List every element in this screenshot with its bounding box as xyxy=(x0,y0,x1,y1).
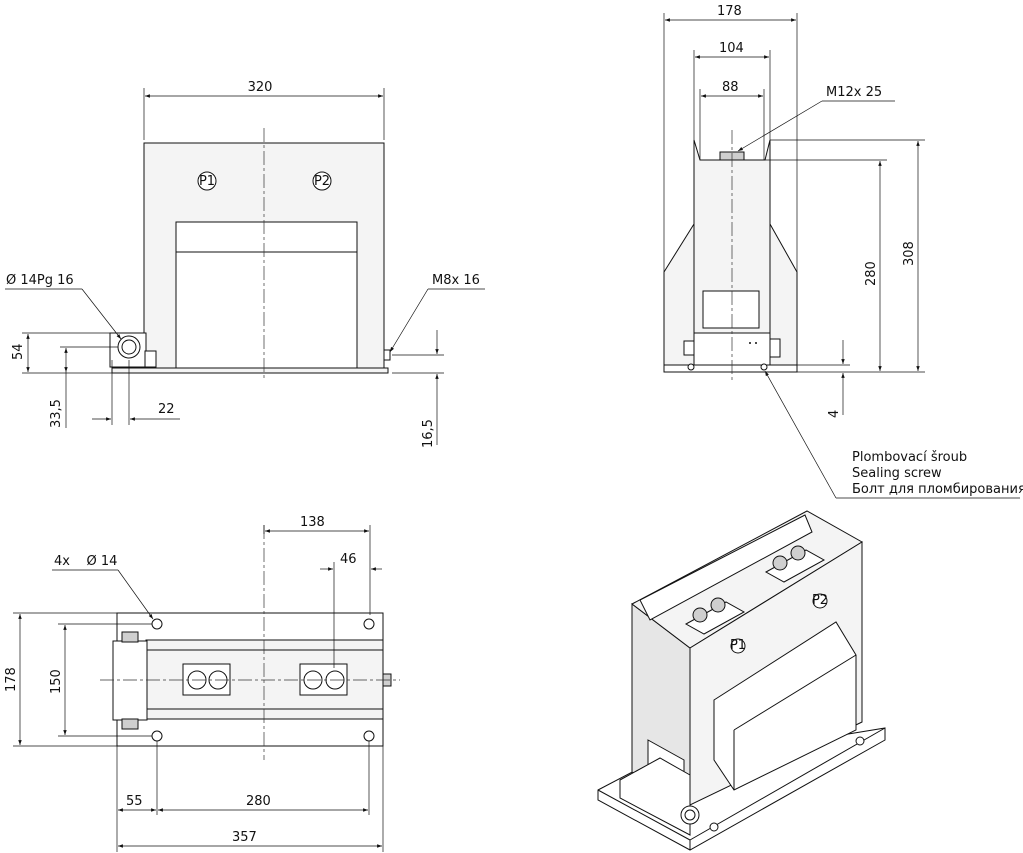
sealing-screw-label-en: Sealing screw xyxy=(852,466,942,481)
gland-height-dim: 33,5 xyxy=(49,399,64,428)
cable-gland-label: Ø 14Pg 16 xyxy=(6,273,74,288)
sealing-screw-icon xyxy=(760,363,768,371)
mounting-hole-icon xyxy=(151,618,163,630)
edge-offset-dim: 55 xyxy=(126,794,143,809)
side-bolt-icon xyxy=(769,338,781,358)
front-view: P1 P2 320 Ø 14Pg 16 M8x 16 54 33,5 22 xyxy=(5,80,485,448)
hole-spacing-x-dim: 280 xyxy=(246,794,271,809)
side-inner-width-dim: 104 xyxy=(719,41,744,56)
cable-gland-icon xyxy=(117,335,141,359)
iso-terminal-box xyxy=(619,757,691,836)
top-terminal-box xyxy=(112,640,148,721)
terminal-pitch-dim: 46 xyxy=(340,552,357,567)
front-height-dim: 54 xyxy=(11,343,26,360)
terminal-offset-dim: 138 xyxy=(300,515,325,530)
terminal-spacing-dim: 88 xyxy=(722,80,739,95)
side-gland-icon xyxy=(683,340,695,356)
side-base-plate xyxy=(663,364,798,373)
total-length-dim: 357 xyxy=(232,830,257,845)
top-view: 138 46 4x Ø 14 178 150 55 280 357 xyxy=(4,515,400,852)
side-width-dim: 178 xyxy=(717,4,742,19)
front-p2-label: P2 xyxy=(314,174,330,189)
hole-spacing-y-dim: 150 xyxy=(49,669,64,694)
iso-p2-label: P2 xyxy=(812,593,828,608)
side-housing xyxy=(663,139,798,366)
gland-offset-dim: 22 xyxy=(158,402,175,417)
terminal-p2-marker xyxy=(312,171,332,191)
iso-p1-label: P1 xyxy=(730,638,746,653)
mounting-hole-icon xyxy=(151,730,163,742)
mounting-hole-icon xyxy=(363,730,375,742)
isometric-view: P1 P2 xyxy=(597,510,886,851)
holes-label: 4x Ø 14 xyxy=(54,554,117,569)
iso-window xyxy=(713,621,857,791)
mounting-hole-icon xyxy=(363,618,375,630)
terminal-bolt-label: M12x 25 xyxy=(826,85,882,100)
bolt-label: M8x 16 xyxy=(432,273,480,288)
front-width-dim: 320 xyxy=(248,80,273,95)
earth-bolt-icon xyxy=(383,349,391,361)
total-height-dim: 308 xyxy=(902,241,917,266)
terminal-height-dim: 280 xyxy=(864,261,879,286)
rating-plate xyxy=(702,290,760,329)
terminal-p2-block xyxy=(299,663,348,696)
side-view: 178 104 88 M12x 25 308 280 4 Plombovací xyxy=(663,4,1023,499)
front-p1-label: P1 xyxy=(199,174,215,189)
terminal-p1-block xyxy=(182,663,231,696)
bolt-height-dim: 16,5 xyxy=(421,419,436,448)
base-thickness-dim: 4 xyxy=(827,410,842,418)
sealing-screw-label-ru: Болт для пломбирования xyxy=(852,482,1023,497)
front-window xyxy=(175,221,358,370)
sealing-screw-label-cz: Plombovací šroub xyxy=(852,450,967,465)
iso-gland-icon xyxy=(680,805,700,825)
terminal-p1-marker xyxy=(197,171,217,191)
top-gland-icon xyxy=(121,631,139,643)
front-base-plate xyxy=(111,367,389,374)
top-depth-dim: 178 xyxy=(4,667,19,692)
